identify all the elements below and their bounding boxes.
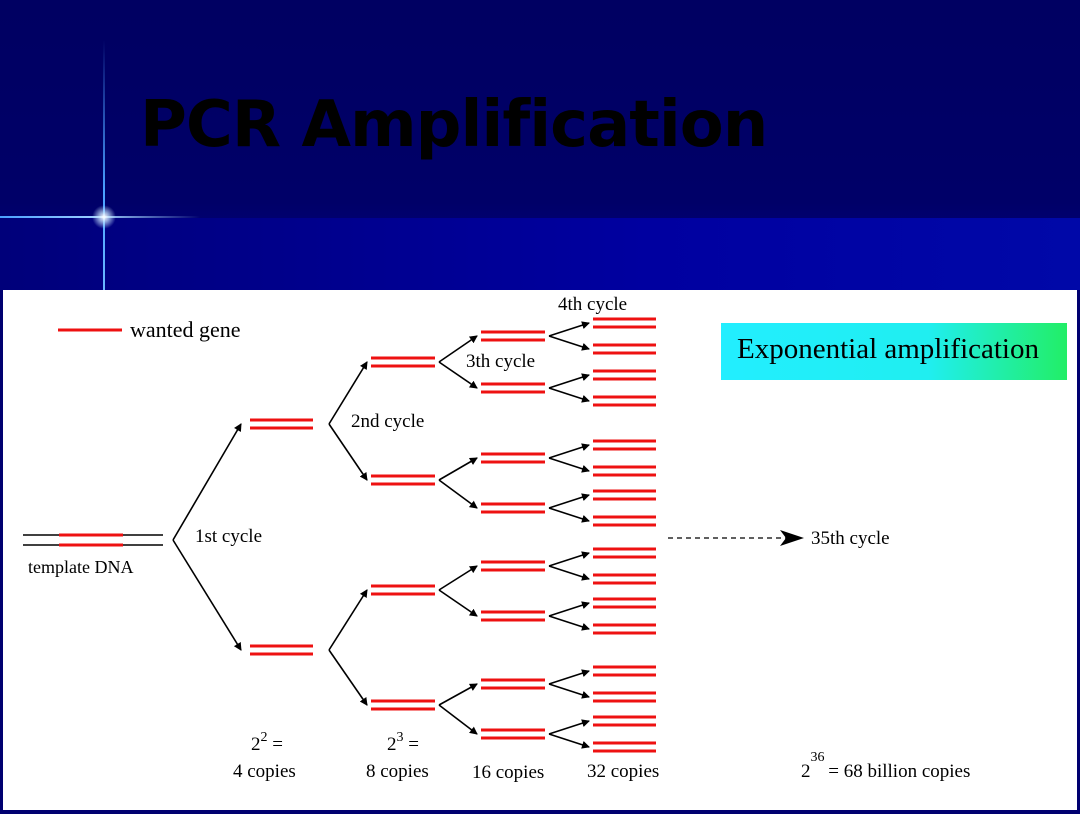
header-band — [0, 218, 1080, 290]
branch-arrows — [172, 321, 590, 749]
copies-label-3: 16 copies — [472, 762, 544, 783]
branch-arrow-24 — [548, 601, 590, 617]
branch-arrow-20 — [548, 493, 590, 509]
branch-arrow-27 — [548, 683, 590, 699]
branch-arrow-19 — [548, 457, 590, 473]
branch-arrow-17 — [548, 387, 590, 403]
branch-arrow-21 — [548, 507, 590, 523]
cycle-label-3: 3th cycle — [466, 351, 535, 372]
decor-sparkle — [92, 205, 116, 229]
branch-arrow-13 — [438, 704, 478, 735]
branch-arrow-9 — [438, 479, 478, 509]
decor-vertical-line — [103, 40, 105, 290]
branch-arrow-26 — [548, 669, 590, 685]
branch-arrow-18 — [548, 443, 590, 459]
branch-arrow-16 — [548, 373, 590, 389]
copies-label-4: 32 copies — [587, 761, 659, 782]
branch-arrow-1 — [172, 539, 242, 651]
cycle-label-2: 2nd cycle — [351, 411, 424, 432]
branch-arrow-25 — [548, 615, 590, 631]
branch-arrow-6 — [438, 335, 478, 363]
branch-arrow-14 — [548, 321, 590, 337]
branch-arrow-12 — [438, 683, 478, 706]
legend-label: wanted gene — [130, 317, 241, 342]
cycle-label-1: 1st cycle — [195, 526, 262, 547]
exponential-highlight: Exponential amplification — [721, 323, 1067, 380]
branch-arrow-22 — [548, 551, 590, 567]
copies-formula-2: 23 = — [387, 730, 419, 755]
copies-formula-1: 22 = — [251, 730, 283, 755]
branch-arrow-7 — [438, 361, 478, 389]
branch-arrow-15 — [548, 335, 590, 351]
branch-arrow-10 — [438, 565, 478, 591]
branch-arrow-29 — [548, 733, 590, 749]
branch-arrow-11 — [438, 589, 478, 617]
branch-arrow-3 — [328, 423, 368, 481]
branch-arrow-5 — [328, 649, 368, 706]
highlight-label: Exponential amplification — [737, 333, 1039, 365]
template-label: template DNA — [28, 557, 133, 577]
branch-arrow-23 — [548, 565, 590, 581]
pcr-diagram: wanted gene template DNA 1st cycle 2nd c… — [23, 294, 970, 783]
cycle-label-4: 4th cycle — [558, 294, 627, 315]
branch-arrow-28 — [548, 719, 590, 735]
branch-arrow-4 — [328, 589, 368, 651]
branch-arrow-2 — [328, 361, 368, 425]
final-copies: 236 = 68 billion copies — [801, 750, 970, 782]
copies-label-2: 8 copies — [366, 761, 429, 782]
gene-copies — [250, 317, 656, 753]
branch-arrow-8 — [438, 457, 478, 481]
slide-title: PCR Amplification — [140, 88, 768, 162]
final-cycle-label: 35th cycle — [811, 528, 890, 549]
branch-arrow-0 — [172, 423, 242, 541]
copies-label-1: 4 copies — [233, 761, 296, 782]
